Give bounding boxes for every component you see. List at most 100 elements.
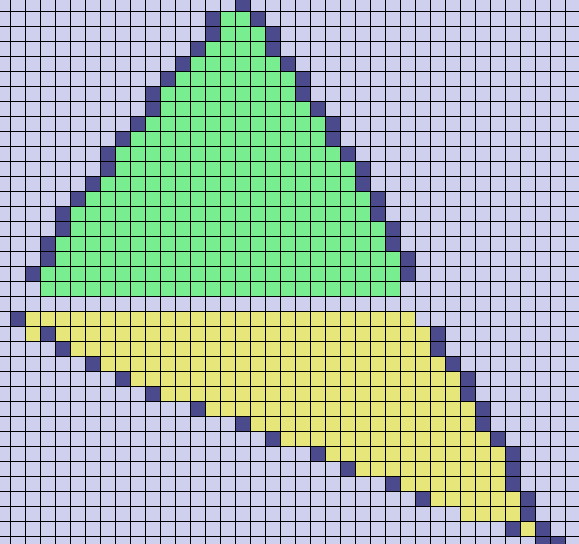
yellow-triangle-fill-cell <box>295 401 310 416</box>
green-triangle-fill-cell <box>355 206 370 221</box>
green-triangle-fill-cell <box>205 251 220 266</box>
yellow-triangle-fill-cell <box>430 461 445 476</box>
yellow-triangle-fill-cell <box>415 476 430 491</box>
green-triangle-fill-cell <box>325 236 340 251</box>
yellow-triangle-fill-cell <box>160 311 175 326</box>
shape-layer <box>10 0 565 544</box>
green-triangle-fill-cell <box>175 266 190 281</box>
yellow-triangle-fill-cell <box>355 461 370 476</box>
green-triangle-fill-cell <box>310 206 325 221</box>
green-triangle-fill-cell <box>85 191 100 206</box>
yellow-triangle-fill-cell <box>355 401 370 416</box>
yellow-triangle-fill-cell <box>325 341 340 356</box>
green-triangle-fill-cell <box>160 206 175 221</box>
yellow-triangle-fill-cell <box>265 326 280 341</box>
green-triangle-fill-cell <box>220 146 235 161</box>
green-triangle-fill-cell <box>190 116 205 131</box>
yellow-triangle-fill-cell <box>85 326 100 341</box>
yellow-triangle-outline-cell <box>85 356 100 371</box>
green-triangle-fill-cell <box>160 236 175 251</box>
green-triangle-fill-cell <box>175 191 190 206</box>
yellow-triangle-fill-cell <box>280 356 295 371</box>
yellow-triangle-fill-cell <box>295 326 310 341</box>
green-triangle-fill-cell <box>160 176 175 191</box>
green-triangle-fill-cell <box>220 71 235 86</box>
green-triangle-fill-cell <box>280 161 295 176</box>
yellow-triangle-fill-cell <box>190 311 205 326</box>
yellow-triangle-fill-cell <box>220 341 235 356</box>
green-triangle-fill-cell <box>295 266 310 281</box>
green-triangle-fill-cell <box>190 266 205 281</box>
yellow-triangle-fill-cell <box>175 356 190 371</box>
green-triangle-fill-cell <box>115 146 130 161</box>
green-triangle-fill-cell <box>190 161 205 176</box>
yellow-triangle-fill-cell <box>445 416 460 431</box>
green-triangle-outline-cell <box>145 101 160 116</box>
yellow-triangle-fill-cell <box>460 476 475 491</box>
green-triangle-fill-cell <box>205 236 220 251</box>
yellow-triangle-outline-cell <box>475 416 490 431</box>
green-triangle-outline-cell <box>385 236 400 251</box>
yellow-triangle-fill-cell <box>385 371 400 386</box>
yellow-triangle-fill-cell <box>40 311 55 326</box>
yellow-triangle-fill-cell <box>400 446 415 461</box>
yellow-triangle-fill-cell <box>130 371 145 386</box>
green-triangle-fill-cell <box>250 206 265 221</box>
green-triangle-outline-cell <box>325 116 340 131</box>
yellow-triangle-fill-cell <box>445 491 460 506</box>
green-triangle-fill-cell <box>220 26 235 41</box>
yellow-triangle-fill-cell <box>190 356 205 371</box>
yellow-triangle-fill-cell <box>385 416 400 431</box>
yellow-triangle-fill-cell <box>490 506 505 521</box>
yellow-triangle-fill-cell <box>175 371 190 386</box>
yellow-triangle-fill-cell <box>175 386 190 401</box>
green-triangle-fill-cell <box>175 236 190 251</box>
yellow-triangle-fill-cell <box>340 311 355 326</box>
green-triangle-fill-cell <box>355 236 370 251</box>
green-triangle-fill-cell <box>220 266 235 281</box>
yellow-triangle-fill-cell <box>190 386 205 401</box>
green-triangle-fill-cell <box>220 86 235 101</box>
yellow-triangle-fill-cell <box>355 326 370 341</box>
green-triangle-fill-cell <box>70 221 85 236</box>
yellow-triangle-fill-cell <box>355 311 370 326</box>
yellow-triangle-fill-cell <box>70 341 85 356</box>
yellow-triangle-fill-cell <box>160 356 175 371</box>
green-triangle-fill-cell <box>370 221 385 236</box>
green-triangle-fill-cell <box>355 251 370 266</box>
yellow-triangle-fill-cell <box>205 311 220 326</box>
green-triangle-fill-cell <box>220 101 235 116</box>
green-triangle-fill-cell <box>250 236 265 251</box>
yellow-triangle-fill-cell <box>115 356 130 371</box>
green-triangle-fill-cell <box>190 281 205 296</box>
green-triangle-fill-cell <box>310 116 325 131</box>
yellow-triangle-fill-cell <box>310 311 325 326</box>
green-triangle-fill-cell <box>370 236 385 251</box>
green-triangle-fill-cell <box>250 56 265 71</box>
green-triangle-fill-cell <box>175 221 190 236</box>
yellow-triangle-fill-cell <box>415 416 430 431</box>
yellow-triangle-fill-cell <box>100 356 115 371</box>
green-triangle-fill-cell <box>220 176 235 191</box>
green-triangle-fill-cell <box>160 161 175 176</box>
green-triangle-fill-cell <box>100 206 115 221</box>
green-triangle-fill-cell <box>115 191 130 206</box>
yellow-triangle-fill-cell <box>415 386 430 401</box>
yellow-triangle-outline-cell <box>490 431 505 446</box>
yellow-triangle-fill-cell <box>340 326 355 341</box>
green-triangle-fill-cell <box>325 191 340 206</box>
yellow-triangle-fill-cell <box>325 386 340 401</box>
green-triangle-fill-cell <box>145 221 160 236</box>
green-triangle-fill-cell <box>205 266 220 281</box>
yellow-triangle-fill-cell <box>145 341 160 356</box>
green-triangle-fill-cell <box>85 236 100 251</box>
yellow-triangle-fill-cell <box>325 401 340 416</box>
yellow-triangle-fill-cell <box>265 386 280 401</box>
green-triangle-outline-cell <box>370 206 385 221</box>
green-triangle-fill-cell <box>250 116 265 131</box>
green-triangle-fill-cell <box>205 191 220 206</box>
yellow-triangle-fill-cell <box>55 311 70 326</box>
green-triangle-fill-cell <box>145 116 160 131</box>
green-triangle-outline-cell <box>190 41 205 56</box>
